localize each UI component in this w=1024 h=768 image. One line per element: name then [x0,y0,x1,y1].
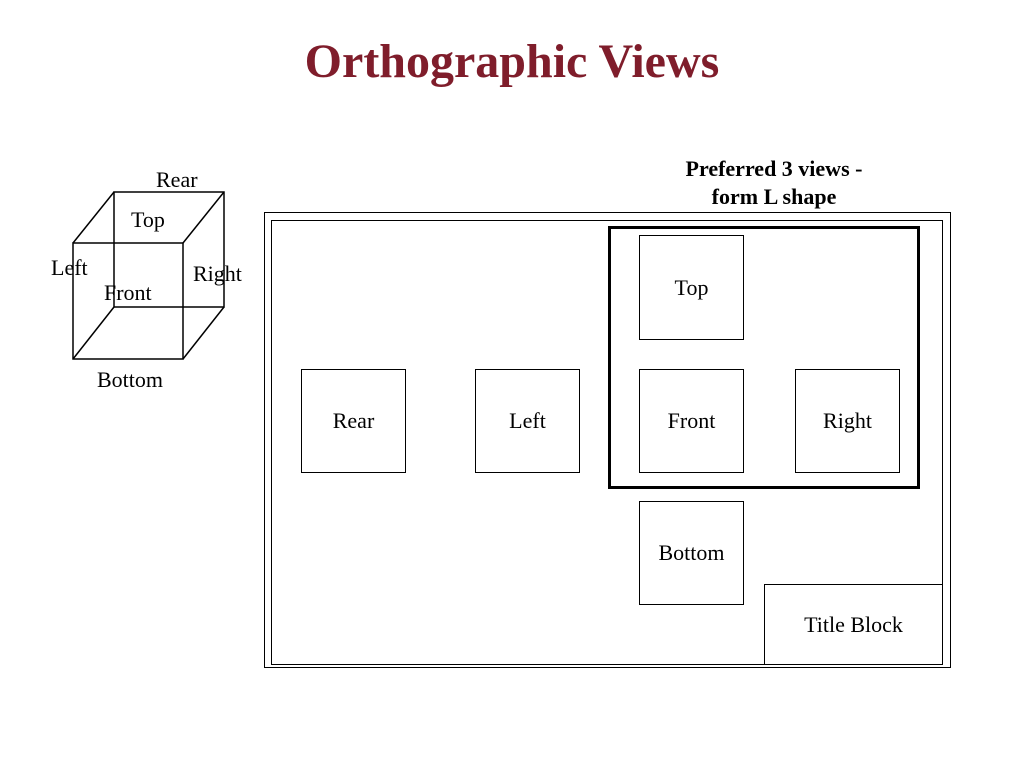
view-left-label: Left [509,408,546,433]
preferred-caption-line2: form L shape [711,184,837,209]
cube-label-rear: Rear [156,167,198,192]
preferred-caption-line1: Preferred 3 views - [685,156,863,181]
view-rear-label: Rear [332,408,375,433]
view-bottom-label: Bottom [658,540,725,565]
cube-edge-bottom-right [182,306,225,360]
cube-back-face [113,191,225,308]
cube-label-left: Left [51,255,88,280]
sheet-inner-border [271,220,943,665]
cube-label-front: Front [104,280,152,305]
view-rear: Rear [301,369,406,473]
cube-label-top: Top [131,207,165,232]
cube-label-bottom: Bottom [97,367,164,392]
preferred-views-frame [608,226,920,489]
title-block: Title Block [764,584,943,665]
view-front-label: Front [667,408,716,433]
view-top-label: Top [674,274,709,300]
title-block-label: Title Block [804,611,903,637]
cube-edge-top-right [182,191,225,244]
view-front: Front [639,369,744,473]
view-bottom: Bottom [639,501,744,605]
cube-front-face [72,242,184,360]
cube-edge-bottom-left [72,306,115,360]
cube-edge-top-left [72,191,115,244]
sheet-outer-border [264,212,951,668]
view-top: Top [639,235,744,340]
view-right: Right [795,369,900,473]
preferred-views-caption: Preferred 3 views - form L shape [648,155,900,211]
view-right-label: Right [823,408,872,433]
cube-label-right: Right [193,261,242,286]
view-left: Left [475,369,580,473]
slide-title: Orthographic Views [304,35,720,88]
